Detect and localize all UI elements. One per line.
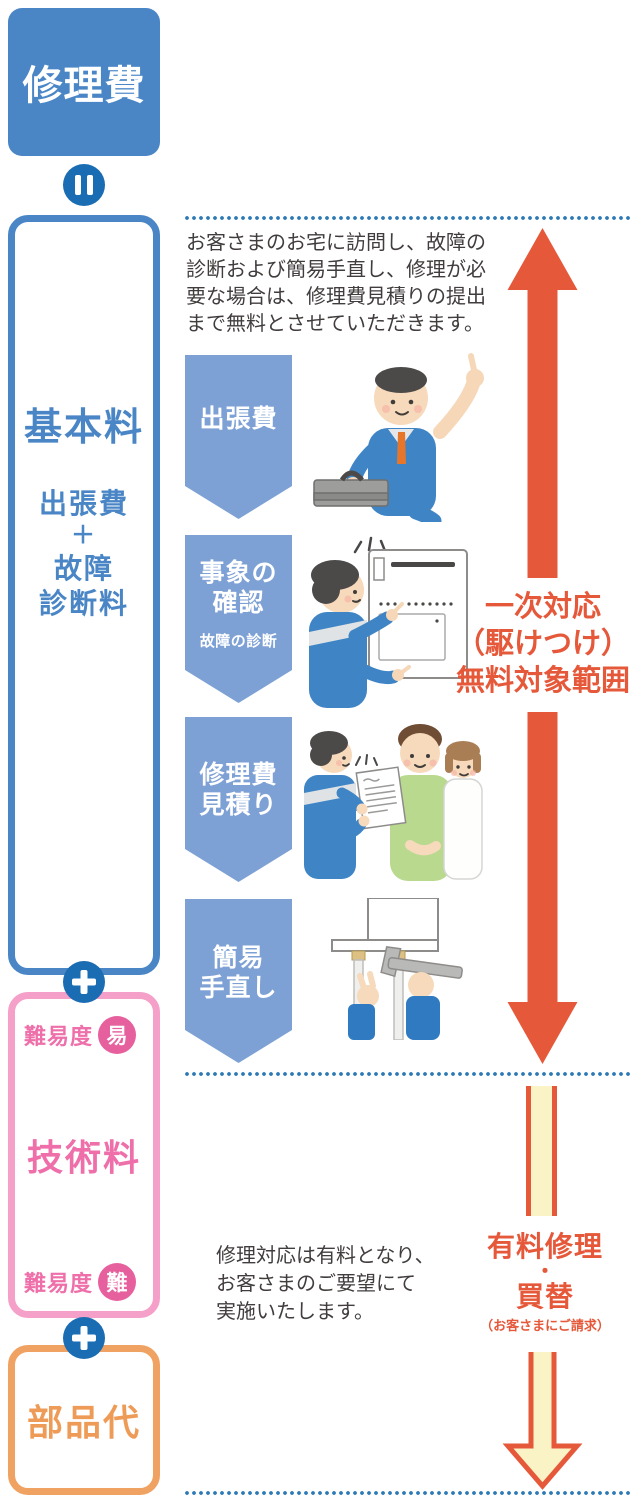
- basic-fee-breakdown: 出張費 ＋ 故障 診断料: [15, 486, 153, 621]
- paid-note-text: 修理対応は有料となり、 お客さまのご要望にて 実施いたします。: [216, 1245, 435, 1323]
- step-banner-subtext: 故障の診断: [199, 633, 278, 650]
- difficulty-hard-badge: 難: [98, 1263, 137, 1301]
- basic-fee-item: 故障: [53, 553, 114, 584]
- paid-arrow-shaft: [526, 1086, 557, 1216]
- divider-dotted-middle: [185, 1072, 633, 1076]
- intro-line: お客さまのお宅に訪問し、故障の: [186, 232, 486, 254]
- difficulty-label: 難易度: [24, 1024, 94, 1049]
- basic-fee-item: 診断料: [38, 588, 129, 619]
- plus-icon: [63, 961, 105, 1003]
- parts-cost-title: 部品代: [26, 1402, 141, 1443]
- difficulty-label: 難易度: [24, 1271, 94, 1296]
- plus-sign-text: ＋: [71, 522, 97, 549]
- total-cost-label: 修理費: [22, 64, 146, 108]
- divider-dotted-bottom: [185, 1491, 633, 1495]
- difficulty-easy-badge: 易: [98, 1016, 137, 1054]
- parts-cost-box: 部品代: [8, 1345, 160, 1495]
- free-scope-arrow: [507, 228, 578, 1064]
- step-banner-repair-estimate: 修理費 見積り: [185, 717, 292, 882]
- difficulty-hard-row: 難易度 難: [24, 1263, 137, 1301]
- basic-fee-box: 基本料 出張費 ＋ 故障 診断料: [8, 215, 160, 975]
- plus-icon: [63, 1317, 105, 1359]
- intro-line: まで無料とさせていただきます。: [186, 313, 484, 335]
- intro-text: お客さまのお宅に訪問し、故障の 診断および簡易手直し、修理が必 要な場合は、修理…: [186, 230, 486, 338]
- free-scope-label: 一次対応 （駆けつけ） 無料対象範囲: [455, 591, 630, 697]
- paid-repair-note: （お客さまにご請求）: [480, 1318, 610, 1333]
- basic-fee-item: 出張費: [38, 488, 129, 519]
- hands-fixing-pipe-with-wrench-illustration: [331, 898, 463, 1040]
- paid-arrow-head: [502, 1352, 583, 1490]
- technical-fee-title: 技術料: [26, 1137, 142, 1178]
- basic-fee-title: 基本料: [23, 407, 144, 449]
- technical-fee-box: 難易度 易 技術料 難易度 難: [8, 992, 160, 1318]
- difficulty-easy-row: 難易度 易: [24, 1016, 137, 1054]
- worker-checking-water-heater-illustration: [309, 536, 468, 708]
- divider-dotted-top: [185, 216, 633, 220]
- step-banner-simple-fix: 簡易 手直し: [185, 899, 292, 1063]
- total-cost-box: 修理費: [8, 8, 160, 156]
- worker-running-with-toolbox-illustration: [313, 353, 484, 522]
- step-banner-dispatch-fee: 出張費: [185, 355, 292, 519]
- step-banner-confirm-issue: 事象の 確認 故障の診断: [185, 535, 292, 703]
- paid-repair-label: 有料修理 ・ 買替 （お客さまにご請求）: [462, 1230, 628, 1334]
- staff-explaining-estimate-to-couple-illustration: [304, 724, 483, 881]
- intro-line: 要な場合は、修理費見積りの提出: [186, 286, 486, 308]
- equals-icon: [63, 164, 105, 206]
- intro-line: 診断および簡易手直し、修理が必: [186, 259, 486, 281]
